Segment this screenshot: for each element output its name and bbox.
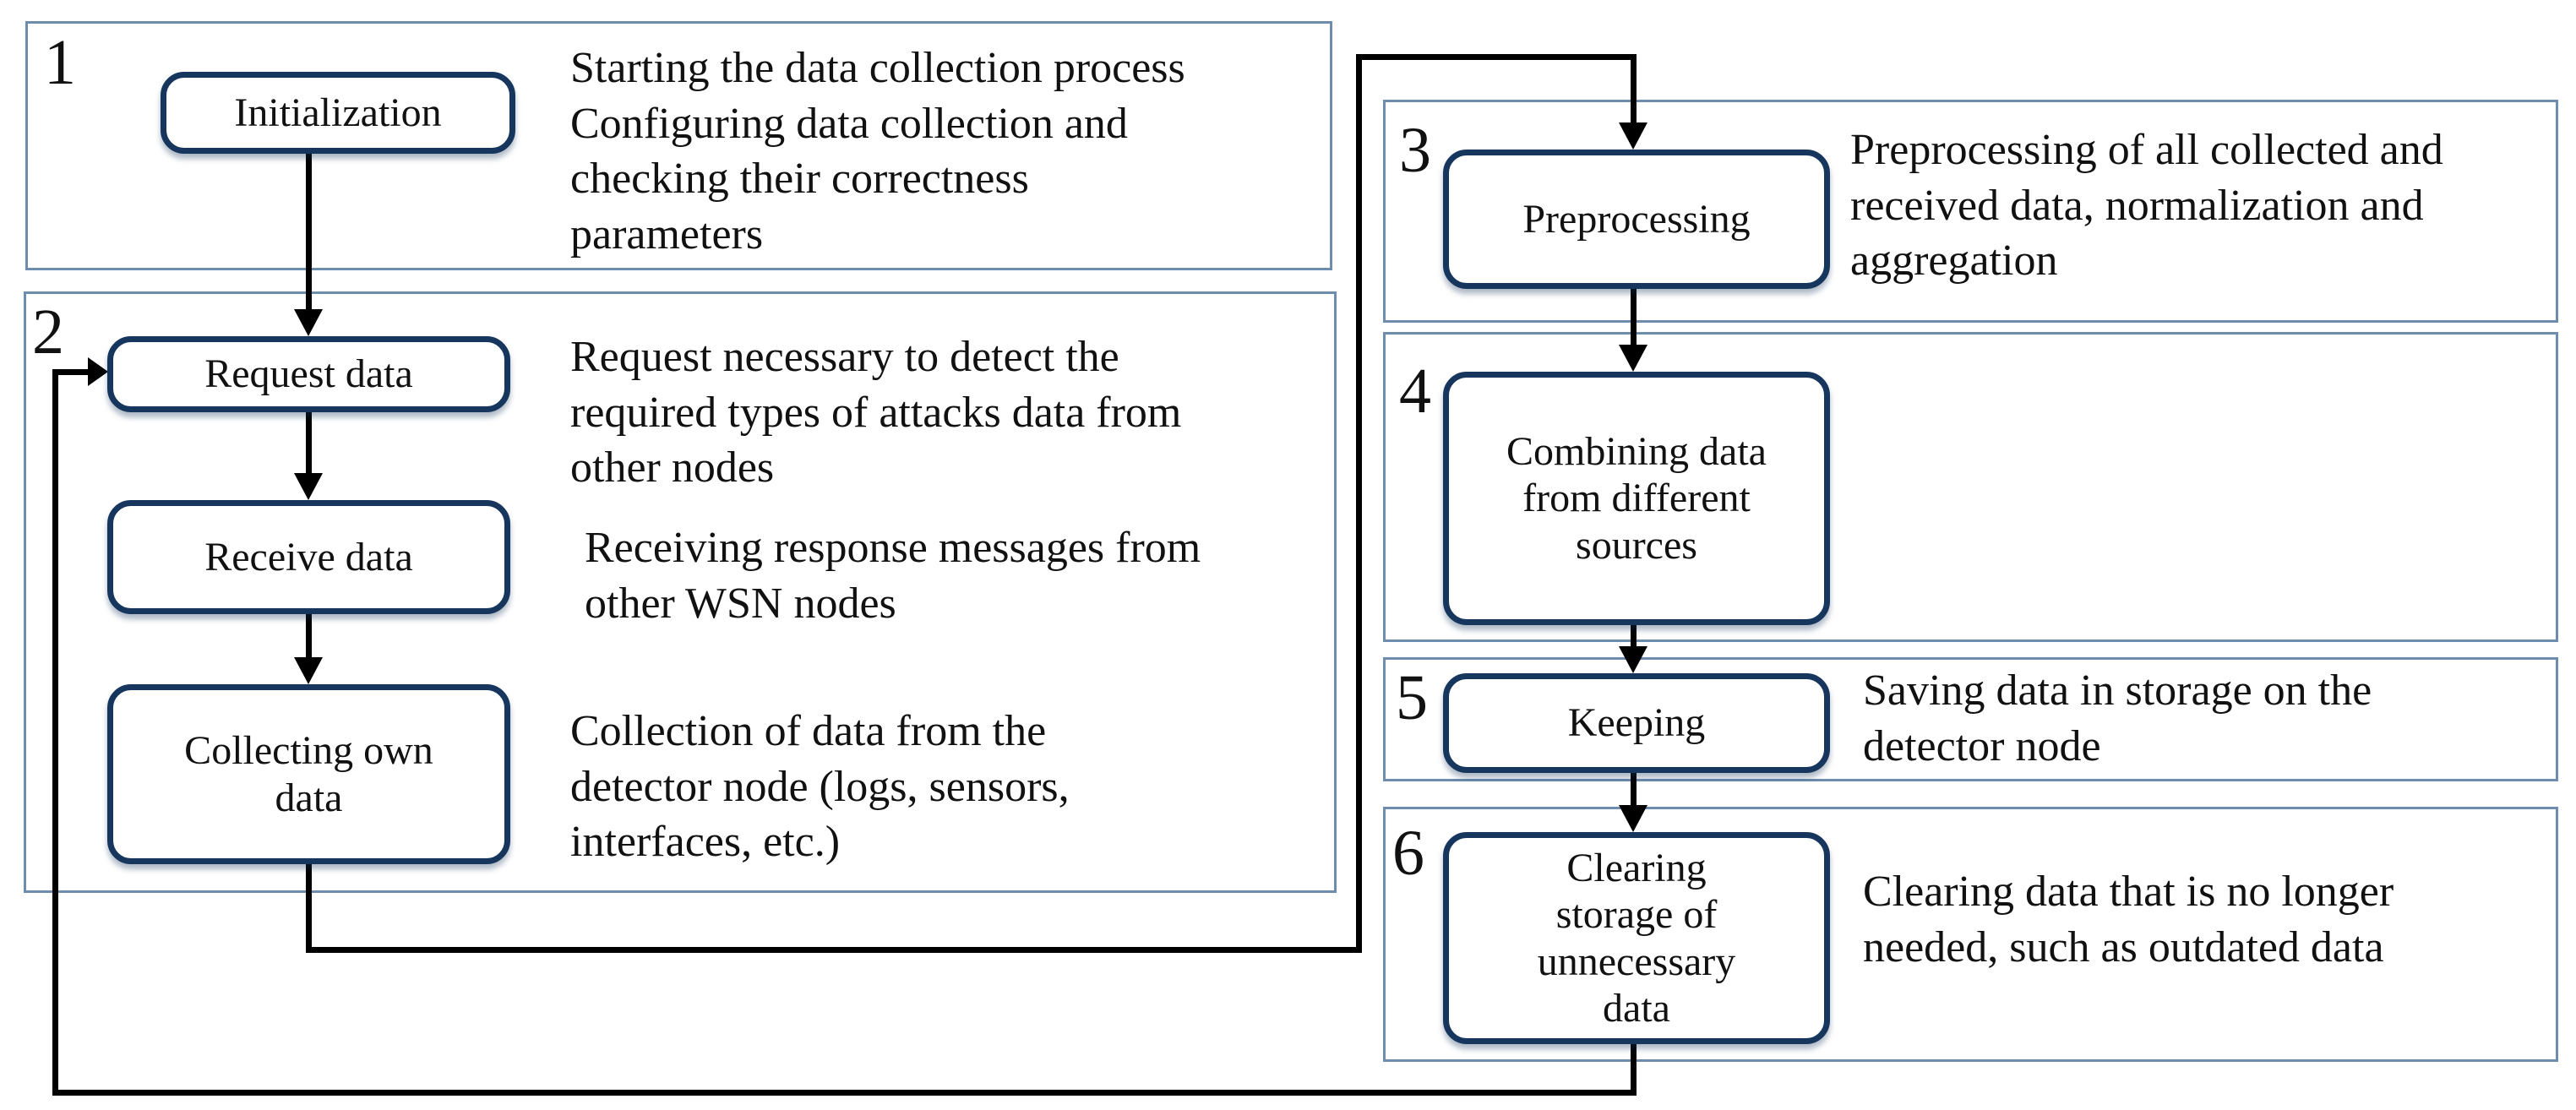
description-clearing-storage: Clearing data that is no longer needed, … [1863,864,2576,975]
connector-collecting-to-preprocessing-seg2 [306,947,1362,953]
desc-line: aggregation [1850,237,2058,286]
loop-clearing-to-request-seg2 [52,1090,1637,1096]
arrowhead-down-icon [294,309,323,336]
description-keeping: Saving data in storage on the detector n… [1863,663,2568,774]
arrowhead-down-icon [1619,805,1647,832]
arrowhead-down-icon [294,657,323,684]
desc-line: Saving data in storage on the [1863,667,2372,715]
connector-collecting-to-preprocessing-seg4 [1356,54,1637,60]
desc-line: detector node (logs, sensors, [570,762,1070,811]
box-label: Initialization [234,90,442,135]
desc-line: Receiving response messages from [585,524,1201,572]
box-label: Keeping [1567,700,1706,746]
desc-line: Preprocessing of all collected and [1850,126,2443,174]
description-receive-data: Receiving response messages from other W… [585,520,1366,631]
desc-line: received data, normalization and [1850,181,2424,230]
desc-line: detector node [1863,721,2101,770]
desc-line: needed, such as outdated data [1863,922,2384,971]
step-number-2: 2 [32,297,64,367]
desc-line: Clearing data that is no longer [1863,868,2394,916]
arrow-keeping-to-clearing-line [1631,773,1637,805]
flow-box-request-data: Request data [107,336,510,412]
desc-line: required types of attacks data from [570,388,1182,437]
flow-box-collecting-own-data: Collecting own data [107,684,510,864]
box-label: Receive data [204,534,413,579]
step-number-4: 4 [1399,356,1431,427]
desc-line: Starting the data collection process [570,44,1185,92]
flow-box-receive-data: Receive data [107,500,510,614]
arrow-preprocessing-to-combining-line [1631,289,1637,345]
desc-line: interfaces, etc.) [570,818,841,867]
box-label: Preprocessing [1522,196,1751,242]
connector-collecting-to-preprocessing-seg5 [1631,54,1637,122]
step-number-6: 6 [1392,818,1424,889]
box-label: Collecting own data [184,728,433,820]
step-number-1: 1 [44,27,76,98]
flow-box-clearing-storage: Clearing storage of unnecessary data [1443,832,1830,1044]
description-initialization: Starting the data collection process Con… [570,41,1335,262]
step-number-5: 5 [1396,662,1428,733]
box-label: Clearing storage of unnecessary data [1537,846,1736,1031]
desc-line: Request necessary to detect the [570,333,1119,381]
flow-box-combining-data: Combining data from different sources [1443,372,1830,625]
loop-clearing-to-request-seg1 [1631,1044,1637,1096]
flow-box-keeping: Keeping [1443,673,1830,773]
connector-collecting-to-preprocessing-seg1 [306,864,312,953]
arrowhead-right-icon [88,357,108,386]
box-label: Request data [204,351,413,397]
loop-clearing-to-request-seg3 [52,369,58,1096]
description-request-data: Request necessary to detect the required… [570,329,1352,496]
flow-box-preprocessing: Preprocessing [1443,150,1830,289]
desc-line: other nodes [570,443,775,492]
flow-box-initialization: Initialization [161,72,515,154]
arrowhead-down-icon [1619,345,1647,372]
arrowhead-down-icon [294,473,323,500]
box-label: Combining data from different sources [1506,429,1767,568]
arrow-receive-to-collecting-line [306,614,312,661]
desc-line: other WSN nodes [585,579,896,628]
connector-collecting-to-preprocessing-seg3 [1356,54,1362,953]
arrowhead-down-icon [1619,122,1647,150]
arrow-combining-to-keeping-line [1631,625,1637,646]
arrowhead-down-icon [1619,646,1647,673]
step-number-3: 3 [1399,115,1431,186]
desc-line: Collection of data from the [570,707,1047,755]
loop-clearing-to-request-seg4 [52,369,90,375]
desc-line: parameters [570,209,764,258]
description-collecting-own-data: Collection of data from the detector nod… [570,704,1352,870]
arrow-init-to-request-line [306,152,312,313]
description-preprocessing: Preprocessing of all collected and recei… [1850,122,2564,289]
desc-line: checking their correctness [570,155,1029,204]
arrow-request-to-receive-line [306,412,312,476]
desc-line: Configuring data collection and [570,99,1128,148]
